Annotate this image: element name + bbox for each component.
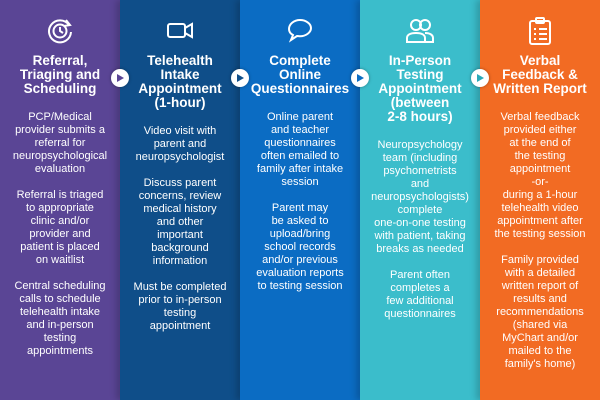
step-description: Verbal feedback provided either at the e… <box>494 111 586 370</box>
step-description: PCP/Medical provider submits a referral … <box>12 111 108 357</box>
people-icon <box>360 16 480 44</box>
next-arrow-icon <box>231 69 249 87</box>
next-arrow-icon <box>471 69 489 87</box>
clipboard-icon <box>480 16 600 45</box>
next-arrow-icon <box>351 69 369 87</box>
step-title: Referral, Triaging and Scheduling <box>19 53 101 96</box>
step-title: In-Person Testing Appointment (between 2… <box>378 53 462 124</box>
video-camera-icon <box>120 16 240 44</box>
step-title: Verbal Feedback & Written Report <box>493 53 587 96</box>
step-description: Video visit with parent and neuropsychol… <box>133 125 227 332</box>
step-referral: Referral, Triaging and Scheduling PCP/Me… <box>0 0 120 400</box>
step-feedback-report: Verbal Feedback & Written Report Verbal … <box>480 0 600 400</box>
step-description: Online parent and teacher questionnaires… <box>256 111 344 292</box>
speech-bubble-icon <box>240 16 360 44</box>
next-arrow-icon <box>111 69 129 87</box>
step-online-questionnaires: Complete Online Questionnaires Online pa… <box>240 0 360 400</box>
step-description: Neuropsychology team (including psychome… <box>371 139 469 320</box>
clock-refresh-icon <box>0 16 120 44</box>
step-telehealth-intake: Telehealth Intake Appointment (1-hour) V… <box>120 0 240 400</box>
step-title: Telehealth Intake Appointment (1-hour) <box>138 53 222 110</box>
step-in-person-testing: In-Person Testing Appointment (between 2… <box>360 0 480 400</box>
step-title: Complete Online Questionnaires <box>250 53 350 96</box>
